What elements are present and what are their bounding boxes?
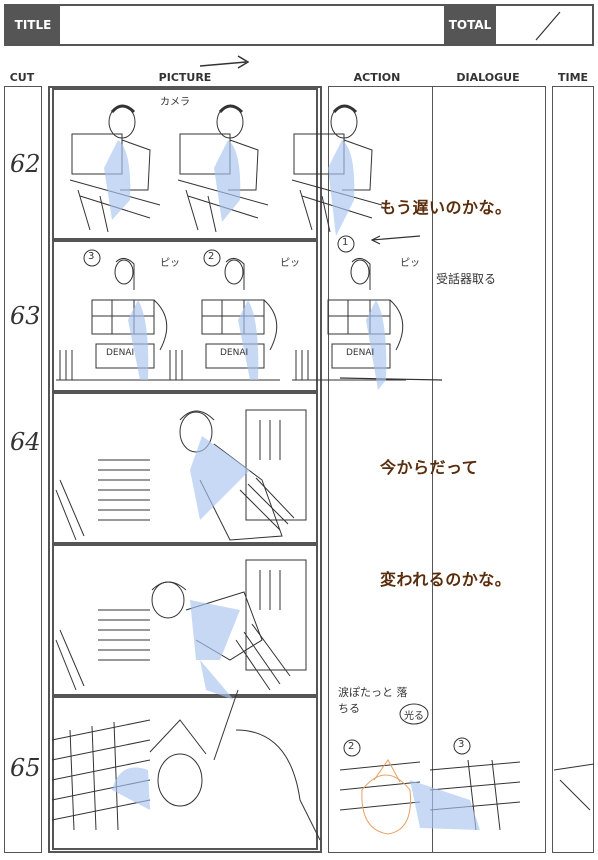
time-column [552,86,594,853]
cut-column [4,86,42,853]
note-number-2: 2 [208,251,215,262]
cut-number-63: 63 [10,302,41,330]
panel-cut-62 [52,88,318,240]
note-desk-1: DENAI [106,348,135,358]
panel-cut-65 [52,696,318,850]
title-label: TITLE [6,6,60,44]
panel-cut-64b [52,544,318,696]
column-header-dialogue: DIALOGUE [456,71,520,84]
note-shine: 光る [404,711,424,722]
panel-cut-63 [52,240,318,392]
column-header-picture: PICTURE [158,71,212,84]
title-field[interactable] [60,6,444,44]
cut-number-62: 62 [10,150,41,178]
column-header-cut: CUT [9,71,35,84]
picture-column [48,86,322,853]
dialogue-line-3: 変われるのかな。 [380,570,512,589]
slash-mark [535,11,561,41]
note-number-3: 3 [88,251,95,262]
header-bar: TITLE TOTAL [4,4,594,46]
panel-cut-64a [52,392,318,544]
note-pi-3: ピッ [400,258,420,269]
note-cam-2: 2 [348,741,355,752]
note-pi-1: ピッ [160,258,180,269]
cut-number-64: 64 [10,428,41,456]
action-dialogue-column [328,86,546,853]
column-divider [432,87,433,852]
column-header-action: ACTION [353,71,401,84]
total-field[interactable] [496,6,592,44]
note-camera: カメラ [160,97,190,108]
column-header-time: TIME [557,71,589,84]
note-cam-3: 3 [458,739,465,750]
note-tear-drop: 涙ぽたっと 落ちる [338,686,408,715]
note-pick-up-receiver: 受話器取る [436,272,497,286]
dialogue-line-2: 今からだって [380,458,479,477]
total-label: TOTAL [444,6,496,44]
note-number-1: 1 [342,237,349,248]
note-pi-2: ピッ [280,258,300,269]
dialogue-line-1: もう遅いのかな。 [380,198,512,217]
note-desk-2: DENAI [220,348,249,358]
cut-number-65: 65 [10,754,41,782]
note-desk-3: DENAI [346,348,375,358]
